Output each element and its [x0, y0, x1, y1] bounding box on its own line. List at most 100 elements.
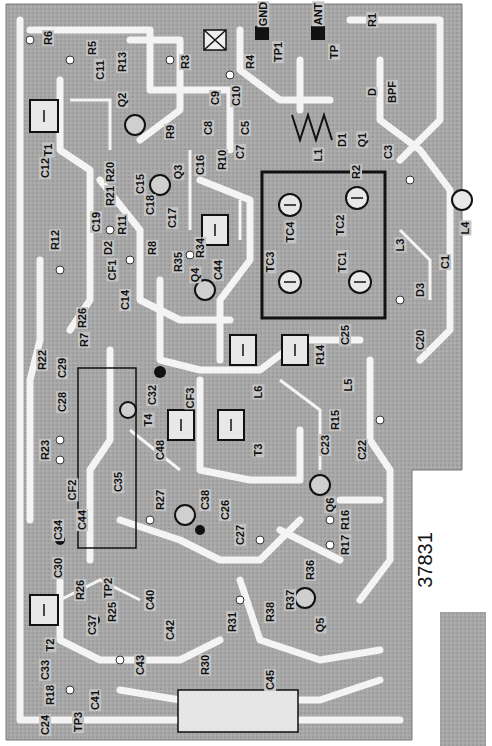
pad-group [26, 36, 414, 694]
transistor-group [120, 115, 330, 608]
part-label: R23 [39, 439, 51, 461]
part-label: R21 [104, 185, 116, 207]
part-label: C42 [164, 619, 176, 641]
trimmer-group [30, 100, 472, 625]
part-label: R25 [106, 601, 118, 623]
part-label: C16 [194, 154, 206, 176]
part-label: C29 [56, 357, 68, 379]
part-label: R18 [44, 684, 56, 706]
part-label: C33 [39, 659, 51, 681]
part-label: R38 [264, 601, 276, 623]
board-number: 37831 [414, 531, 436, 589]
part-label: C45 [264, 669, 276, 691]
part-label: TC4 [284, 221, 296, 244]
part-label: L3 [394, 238, 406, 253]
part-label: R17 [339, 534, 351, 556]
part-label: C1 [439, 254, 451, 270]
part-label: R22 [36, 349, 48, 371]
part-label: Q1 [356, 132, 368, 149]
part-label: C19 [90, 211, 102, 233]
part-label: TP [328, 44, 340, 60]
part-label: C35 [112, 471, 124, 493]
part-label: R11 [116, 214, 128, 236]
part-label: C44 [76, 509, 88, 531]
part-label: BPF [386, 80, 398, 104]
part-label: R13 [116, 51, 128, 73]
part-label: D3 [414, 282, 426, 298]
part-label: D1 [336, 132, 348, 148]
part-label: C18 [144, 194, 156, 216]
part-label: L4 [459, 221, 471, 236]
part-label: C11 [94, 59, 106, 81]
part-label: R14 [314, 344, 326, 366]
capacitor-dot-group [55, 366, 205, 625]
part-label: R10 [216, 149, 228, 171]
part-label: C22 [356, 439, 368, 461]
part-label: C17 [166, 207, 178, 229]
part-label: C15 [134, 173, 146, 195]
coil-symbol [292, 115, 332, 140]
part-label: CF3 [184, 387, 196, 410]
shield-can [262, 172, 385, 318]
part-label: D [366, 87, 378, 97]
part-label: R31 [226, 611, 238, 633]
part-label: T2 [44, 638, 56, 653]
part-label: L5 [342, 378, 354, 393]
part-label: C41 [89, 689, 101, 711]
part-label: T4 [142, 413, 154, 428]
part-label: TC2 [334, 214, 346, 237]
part-label: L1 [312, 148, 324, 163]
part-label: C25 [339, 324, 351, 346]
part-label: C23 [319, 434, 331, 456]
part-label: C27 [234, 524, 246, 546]
part-label: C37 [86, 614, 98, 636]
part-label: T3 [252, 443, 264, 458]
part-label: TP2 [102, 577, 114, 599]
part-label: R12 [49, 229, 61, 251]
part-label: R36 [304, 559, 316, 581]
part-label: TC3 [264, 251, 276, 274]
part-label: CF2 [66, 479, 78, 502]
board-area [6, 4, 462, 740]
part-label: TC1 [336, 251, 348, 274]
part-label: Q6 [324, 497, 336, 514]
part-label: R35 [172, 251, 184, 273]
part-label: R34 [194, 237, 206, 259]
part-label: C24 [39, 714, 51, 736]
part-label: C12 [39, 157, 51, 179]
part-label: C26 [219, 499, 231, 521]
part-label: R16 [339, 509, 351, 531]
part-label: TP1 [272, 41, 284, 63]
part-label: C9 [209, 90, 221, 106]
trimmer-slot-group [44, 110, 366, 616]
part-label: Q5 [314, 617, 326, 634]
part-label: T1 [42, 143, 54, 158]
part-label: R2 [350, 164, 362, 180]
part-label: Q2 [116, 92, 128, 109]
part-label: C44 [212, 259, 224, 281]
part-label: C32 [146, 384, 158, 406]
part-label: R30 [199, 654, 211, 676]
trace-group [20, 20, 450, 720]
part-label: R20 [104, 161, 116, 183]
part-label: C43 [134, 654, 146, 676]
part-label: C28 [56, 391, 68, 413]
crossed-box [204, 30, 226, 50]
part-label: C40 [144, 589, 156, 611]
part-label: C20 [414, 329, 426, 351]
part-label: GND [257, 1, 269, 27]
part-label: R9 [164, 124, 176, 140]
part-label: C30 [52, 557, 64, 579]
part-label: R8 [146, 240, 158, 256]
part-label: R26 [74, 579, 86, 601]
part-label: C8 [202, 120, 214, 136]
part-label: R27 [154, 489, 166, 511]
part-label: R37 [284, 589, 296, 611]
test-point [255, 26, 269, 40]
part-label: R26 [76, 307, 88, 329]
part-label: C3 [382, 144, 394, 160]
part-label: C10 [230, 85, 242, 107]
part-label: R7 [78, 332, 90, 348]
board-strip [440, 612, 486, 746]
